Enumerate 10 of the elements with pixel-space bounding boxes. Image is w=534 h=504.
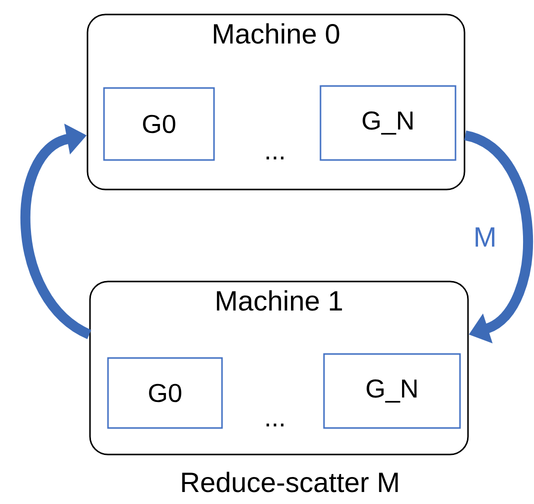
ellipsis: ... — [266, 156, 284, 160]
curved-arrow — [20, 124, 92, 339]
gpu-box: G_N — [323, 353, 461, 429]
gpu-box: G0 — [103, 87, 215, 161]
gpu-box: G0 — [107, 357, 223, 429]
gpu-box: G_N — [320, 85, 456, 161]
ellipsis: ... — [266, 424, 284, 426]
curved-arrow — [464, 130, 533, 344]
caption: Reduce-scatter M — [182, 472, 398, 492]
edge-label: M — [472, 226, 498, 248]
